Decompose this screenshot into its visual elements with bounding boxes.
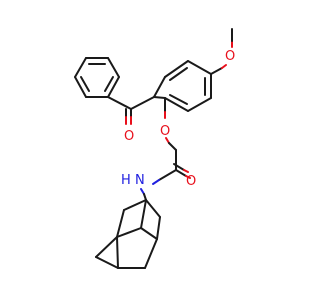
ether-oxygen-label: O: [160, 124, 170, 139]
molecule-structure: O O O O N H: [74, 28, 235, 269]
amide-hydrogen-label: H: [121, 173, 131, 188]
phenyl-ring: [74, 57, 120, 98]
methoxy-oxygen-label: O: [225, 49, 235, 64]
methoxy-group: O: [210, 28, 235, 75]
central-ring: [153, 60, 212, 112]
structure-canvas: O O O O N H: [74, 28, 236, 269]
amide-nitrogen-label: N: [135, 173, 145, 188]
amide-oxygen-label: O: [186, 174, 196, 189]
amide-group: O N H: [121, 149, 196, 201]
ketone-oxygen-label: O: [124, 129, 134, 144]
ether-linker: O: [160, 97, 177, 151]
ketone-group: O: [107, 96, 155, 144]
adamantyl-cage: [95, 199, 161, 269]
